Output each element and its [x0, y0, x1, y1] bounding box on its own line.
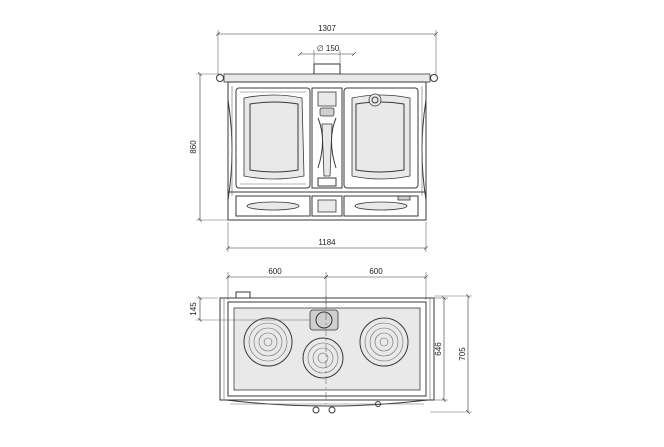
right-door [343, 87, 419, 201]
flue-collar [313, 63, 341, 75]
top-outline [219, 291, 435, 401]
dimension-depth-inner: 646 [434, 298, 448, 400]
front-view: 1307 ∅ 150 [189, 24, 438, 252]
dimension-height: 860 [189, 74, 228, 220]
stove-body [227, 81, 427, 221]
label-body-width: 1184 [318, 238, 336, 247]
label-depth-inner: 646 [434, 342, 443, 356]
label-left-half: 600 [268, 267, 282, 276]
label-offset: 145 [189, 302, 198, 316]
dimension-overall-width: 1307 [218, 24, 436, 76]
label-flue-diameter: ∅ 150 [317, 44, 340, 53]
label-depth-overall: 705 [458, 347, 467, 361]
badge [397, 195, 411, 201]
top-plate [216, 73, 438, 83]
center-column [311, 87, 343, 189]
dimension-body-width: 1184 [228, 222, 426, 252]
label-height: 860 [189, 140, 198, 154]
right-side-curve [421, 99, 427, 201]
thermometer-gauge [368, 93, 382, 107]
drawer-area [228, 191, 426, 217]
top-view: 600 600 [189, 267, 472, 413]
dimension-flue: ∅ 150 [300, 44, 354, 74]
left-side-curve [227, 99, 233, 201]
dimension-offset: 145 [189, 298, 310, 320]
dimension-depth-overall: 705 [430, 296, 472, 412]
hob-right [359, 317, 409, 367]
flue-outlet [309, 309, 339, 331]
front-rail [225, 399, 429, 414]
flue-tab [235, 291, 251, 299]
label-overall-width: 1307 [318, 24, 336, 33]
dimension-halves: 600 600 [228, 267, 426, 312]
hob-left [243, 317, 293, 367]
label-right-half: 600 [369, 267, 383, 276]
hob-center [302, 337, 344, 379]
left-door [235, 87, 311, 189]
